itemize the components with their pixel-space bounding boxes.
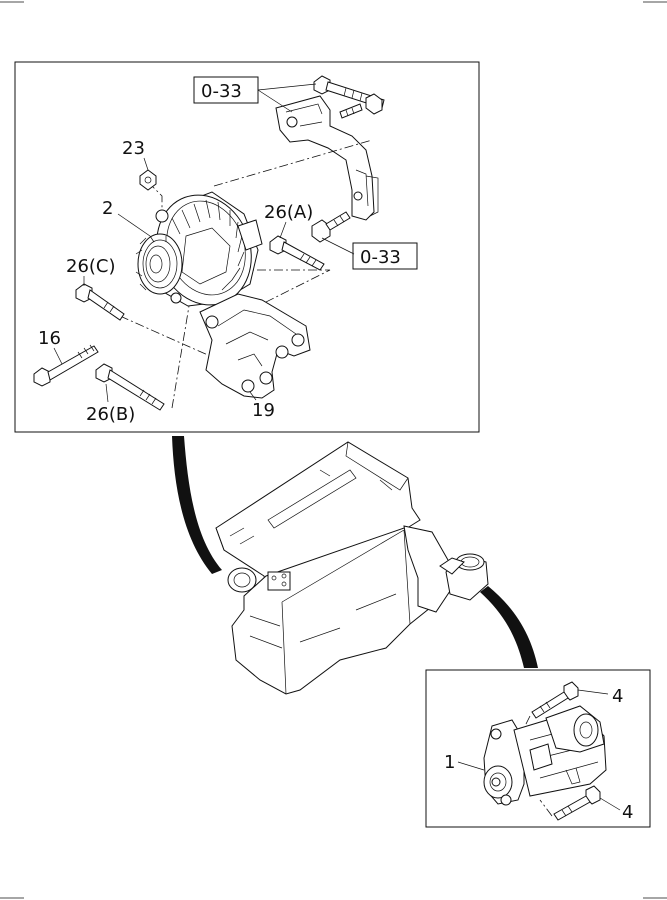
nut <box>139 169 157 191</box>
long-bolt-top <box>313 75 385 115</box>
connector-swoosh-top <box>172 436 222 574</box>
bolt-16 <box>33 344 99 387</box>
bracket-bolt <box>311 211 351 243</box>
callout-26c: 26(C) <box>66 256 116 277</box>
starter-bolt-bottom <box>553 785 601 821</box>
callout-1: 1 <box>444 752 455 773</box>
bolt-26a <box>269 235 325 271</box>
callout-26b: 26(B) <box>86 404 135 425</box>
reference-box-mid <box>352 242 418 270</box>
alternator-bracket <box>199 293 311 399</box>
callout-4-bottom: 4 <box>622 802 633 823</box>
bolt-26c <box>75 283 125 321</box>
engine-block <box>215 441 453 695</box>
starter-detail-frame <box>425 669 651 828</box>
connector-swoosh-bottom <box>480 586 538 668</box>
mounting-bracket <box>275 95 379 221</box>
starter-bolt-top <box>531 681 579 719</box>
callout-16: 16 <box>38 328 61 349</box>
alternator-pulley <box>135 233 183 295</box>
callout-2: 2 <box>102 198 113 219</box>
reference-label-top: 0-33 <box>201 81 242 102</box>
bolt-26b <box>95 363 165 411</box>
callout-26a: 26(A) <box>264 202 313 223</box>
reference-label-mid: 0-33 <box>360 247 401 268</box>
starter-motor <box>483 705 607 806</box>
alternator-detail-frame <box>14 61 480 433</box>
callout-19: 19 <box>252 400 275 421</box>
short-bolt-bracket <box>339 103 363 119</box>
engine-starter-housing <box>439 553 489 601</box>
callout-4-top: 4 <box>612 686 623 707</box>
callout-23: 23 <box>122 138 145 159</box>
